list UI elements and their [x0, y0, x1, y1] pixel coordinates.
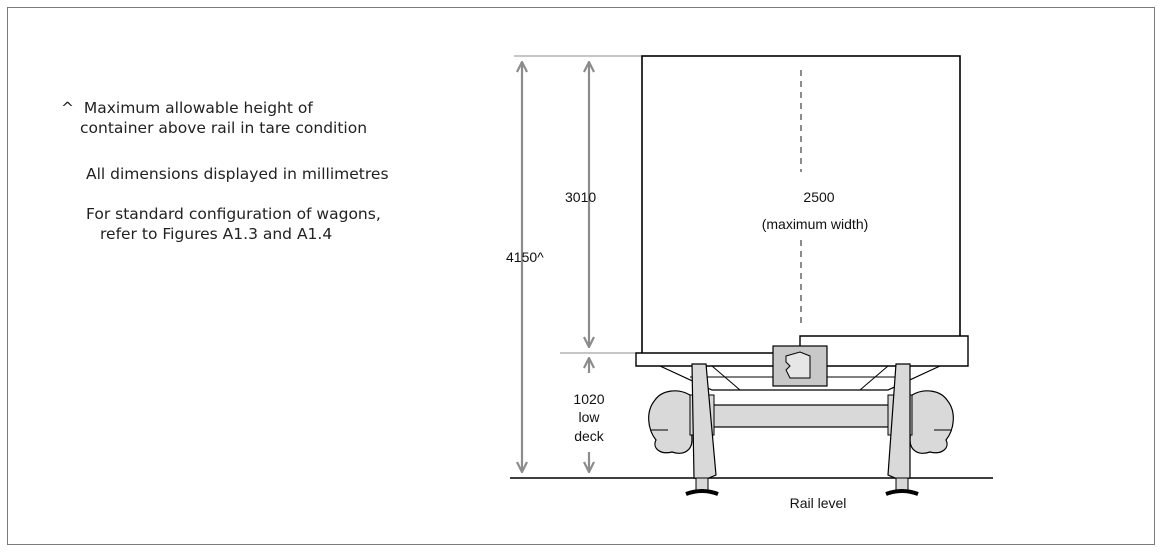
coupler-head: [785, 351, 811, 379]
width-note-label: (maximum width): [762, 216, 869, 232]
caret-symbol: ^: [61, 99, 74, 117]
right-rail-chair: [895, 477, 909, 491]
rail-level-label: Rail level: [790, 495, 847, 511]
deck-label-deck: deck: [574, 428, 605, 444]
axle: [711, 404, 893, 428]
note-max-height: ^ Maximum allowable height of: [61, 98, 313, 118]
deck-label-low: low: [578, 409, 600, 425]
figure-frame: [7, 7, 1155, 545]
right-wheel-icon: [909, 390, 954, 454]
right-rail-foot: [885, 489, 919, 496]
left-sideframe: [691, 363, 717, 481]
deck-height-label: 1020: [573, 391, 604, 407]
brace-right: [859, 365, 889, 391]
left-rail-chair: [695, 477, 709, 491]
left-rail-foot: [685, 489, 719, 496]
note-standard-line1: For standard configuration of wagons,: [86, 205, 381, 223]
container-height-label: 3010: [565, 189, 596, 205]
note-max-height-line1: Maximum allowable height of: [83, 99, 313, 117]
width-value-label: 2500: [803, 189, 834, 205]
note-units: All dimensions displayed in millimetres: [86, 165, 389, 183]
total-height-label: 4150^: [506, 249, 544, 265]
note-max-height-line2: container above rail in tare condition: [80, 119, 368, 137]
wagon-underframe: [659, 365, 941, 391]
note-standard-line2: refer to Figures A1.3 and A1.4: [100, 225, 333, 243]
right-sideframe: [887, 363, 911, 481]
left-wheel-icon: [648, 390, 693, 454]
brace-left: [711, 365, 741, 391]
